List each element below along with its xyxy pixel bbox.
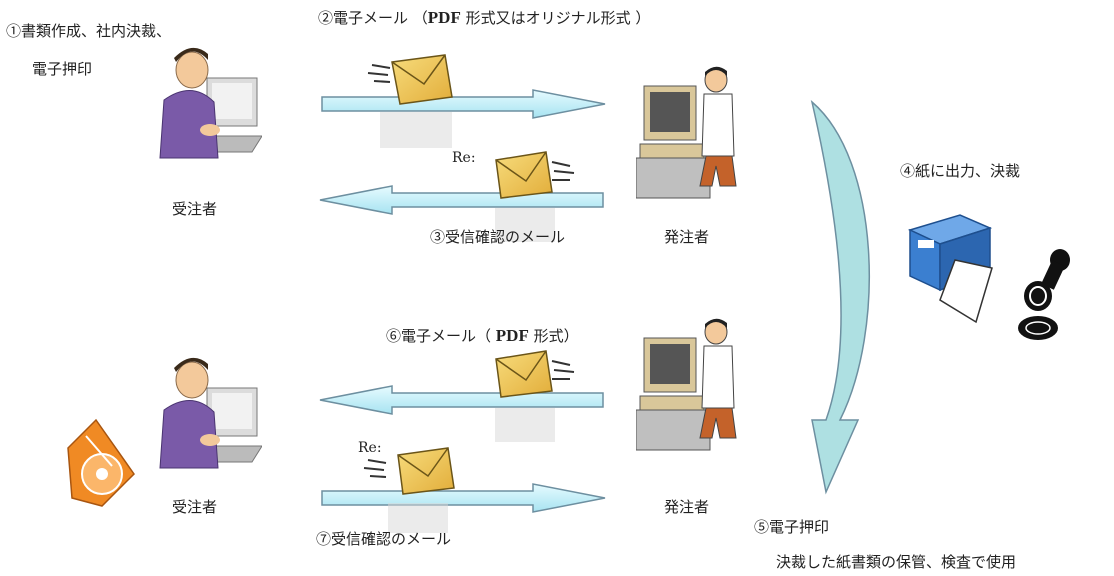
step5-label: ⑤電子押印 [754,518,830,536]
curved-arrow [810,99,871,495]
actor-orderer: 発注者 [664,228,710,246]
orderer-person-icon [636,318,737,451]
step2-label: ②電子メール （PDF 形式又はオリジナル形式 ） [318,8,650,28]
step6-label: ⑥電子メール（ PDF 形式） [386,326,579,346]
step2-pdf: PDF [427,8,461,27]
actor-contractor: 受注者 [172,498,218,516]
step2-suffix: 形式又はオリジナル形式 ） [460,9,651,27]
step5-note: 決裁した紙書類の保管、検査で使用 [776,553,1017,571]
stamp-seal-icon [1018,249,1070,340]
step6-suffix: 形式） [528,327,579,345]
orderer-person-icon [636,66,737,199]
re-label: Re: [358,440,382,456]
re-label: Re: [452,150,476,166]
arrow-receipt-confirm [319,185,604,215]
printer-icon [907,214,993,324]
envelope-icon [495,350,575,442]
arrow-pdf-return [319,385,604,415]
contractor-person-icon [159,357,262,469]
step4-label: ④紙に出力、決裁 [900,162,1021,180]
step1-label-sub: 電子押印 [32,60,93,78]
step6-pdf: PDF [495,326,529,345]
envelope-icon [363,447,455,533]
contractor-person-icon [159,47,262,159]
step2-prefix: ②電子メール （ [318,9,428,27]
envelope-icon [495,151,575,242]
arrow-receipt-confirm-2 [321,483,606,513]
actor-orderer: 発注者 [664,498,710,516]
step7-label: ⑦受信確認のメール [316,530,452,548]
actor-contractor: 受注者 [172,200,218,218]
envelope-icon [367,54,453,148]
disk-icon [67,418,135,507]
step6-prefix: ⑥電子メール（ [386,327,496,345]
step3-label: ③受信確認のメール [430,228,566,246]
step1-label: ①書類作成、社内決裁、 [6,22,172,40]
arrow-email-send [321,89,606,119]
